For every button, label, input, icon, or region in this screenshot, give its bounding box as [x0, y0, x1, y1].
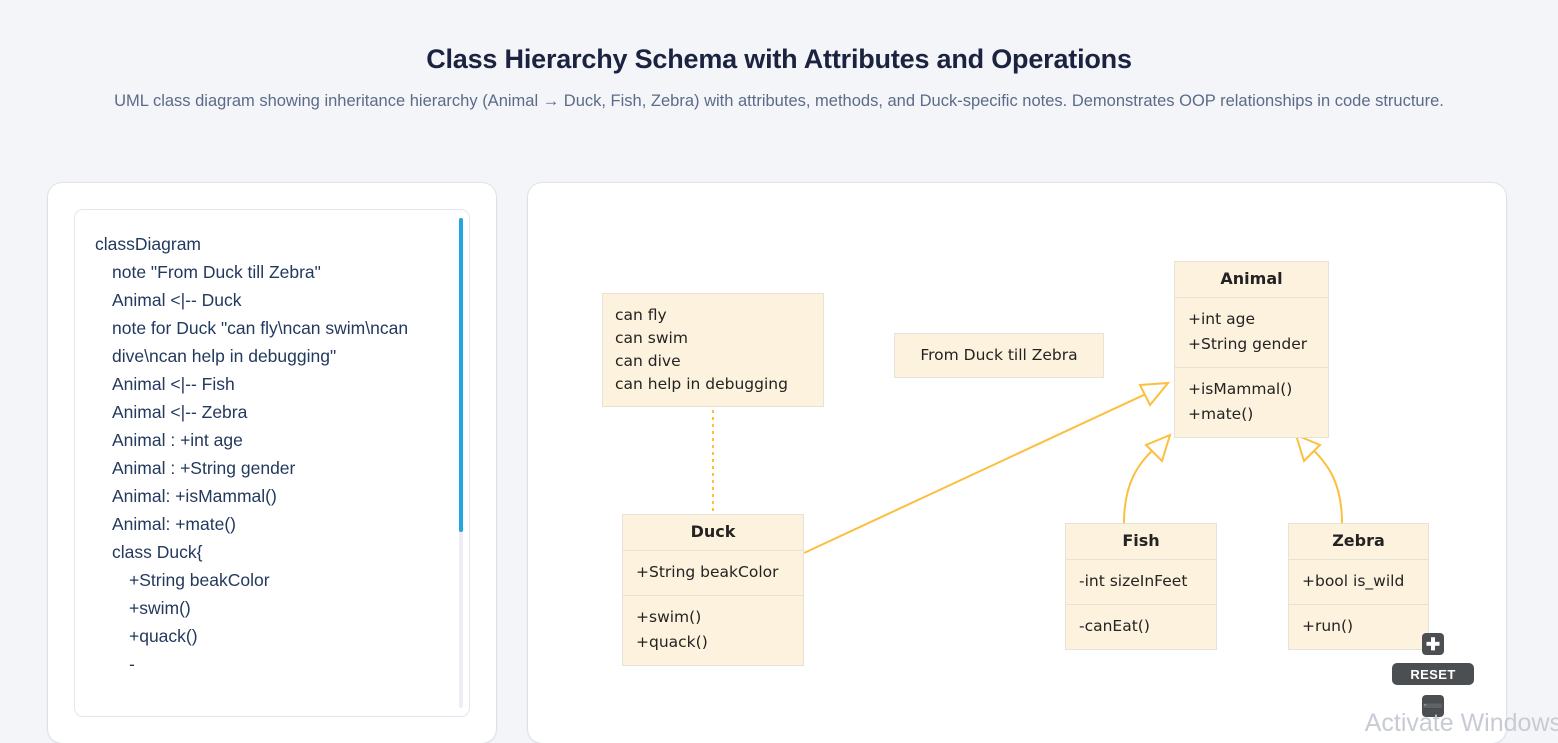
code-line: class Duck{	[112, 542, 203, 562]
code-line: +swim()	[129, 598, 191, 618]
relation-fish-animal	[1123, 433, 1172, 524]
class-name-fish: Fish	[1066, 524, 1216, 560]
method-row: +mate()	[1188, 404, 1254, 423]
class-box-zebra[interactable]: Zebra +bool is_wild +run()	[1288, 523, 1429, 650]
code-panel: classDiagram note "From Duck till Zebra" A…	[48, 183, 496, 743]
code-line: classDiagram	[95, 234, 201, 254]
note-general: From Duck till Zebra	[894, 333, 1104, 378]
class-methods-duck: +swim() +quack()	[623, 596, 803, 665]
class-methods-zebra: +run()	[1289, 605, 1428, 649]
relation-duck-animal	[803, 381, 1171, 554]
code-line: -	[129, 654, 135, 674]
generalization-arrowhead	[1294, 433, 1322, 463]
code-editor[interactable]: classDiagram note "From Duck till Zebra" A…	[74, 209, 470, 717]
zoom-controls[interactable]: ✚ RESET ➖	[1392, 633, 1488, 725]
class-attributes-fish: -int sizeInFeet	[1066, 560, 1216, 605]
code-line: +quack()	[129, 626, 198, 646]
code-scroll-area[interactable]: classDiagram note "From Duck till Zebra" A…	[75, 210, 469, 716]
relationship-lines-layer	[712, 381, 1343, 554]
class-attributes-animal: +int age +String gender	[1175, 298, 1328, 368]
code-line: Animal <|-- Duck	[112, 290, 242, 310]
method-row: +run()	[1302, 616, 1354, 635]
code-line: note for Duck "can fly\ncan swim\ncan di…	[112, 318, 413, 366]
note-line: From Duck till Zebra	[920, 346, 1078, 364]
code-line: Animal: +mate()	[112, 514, 236, 534]
diagram-canvas[interactable]: can fly can swim can dive can help in debug…	[528, 183, 1506, 743]
code-scrollbar-track[interactable]	[459, 218, 463, 708]
zoom-in-button[interactable]: ✚	[1422, 633, 1444, 655]
code-line: Animal <|-- Fish	[112, 374, 235, 394]
class-name-zebra: Zebra	[1289, 524, 1428, 560]
code-line: Animal : +int age	[112, 430, 243, 450]
note-line: can swim	[615, 329, 688, 347]
diagram-panel[interactable]: can fly can swim can dive can help in debug…	[528, 183, 1506, 743]
page-subtitle: UML class diagram showing inheritance hi…	[114, 92, 1444, 111]
page-title: Class Hierarchy Schema with Attributes a…	[426, 44, 1132, 74]
panels-container: classDiagram note "From Duck till Zebra" A…	[0, 183, 1558, 743]
class-attributes-duck: +String beakColor	[623, 551, 803, 596]
generalization-arrowhead	[1144, 433, 1172, 463]
note-line: can fly	[615, 306, 667, 324]
note-line: can help in debugging	[615, 375, 788, 393]
class-box-fish[interactable]: Fish -int sizeInFeet -canEat()	[1065, 523, 1217, 650]
page-header: Class Hierarchy Schema with Attributes a…	[0, 0, 1558, 115]
attribute-row: -int sizeInFeet	[1079, 571, 1188, 590]
class-box-animal[interactable]: Animal +int age +String gender +isMammal…	[1174, 261, 1329, 438]
class-box-duck[interactable]: Duck +String beakColor +swim() +quack()	[622, 514, 804, 666]
relation-zebra-animal	[1294, 433, 1343, 524]
class-name-duck: Duck	[623, 515, 803, 551]
attribute-row: +bool is_wild	[1302, 571, 1405, 590]
note-line: can dive	[615, 352, 681, 370]
class-methods-animal: +isMammal() +mate()	[1175, 368, 1328, 437]
zoom-out-button[interactable]: ➖	[1422, 695, 1444, 717]
generalization-arrowhead	[1138, 381, 1171, 407]
code-line: +String beakColor	[129, 570, 270, 590]
code-line: Animal <|-- Zebra	[112, 402, 248, 422]
attribute-row: +String beakColor	[636, 562, 779, 581]
code-line: note "From Duck till Zebra"	[112, 262, 321, 282]
method-row: +isMammal()	[1188, 379, 1293, 398]
attribute-row: +int age	[1188, 309, 1255, 328]
code-scrollbar-thumb[interactable]	[459, 218, 463, 532]
method-row: +swim()	[636, 607, 702, 626]
note-duck: can fly can swim can dive can help in debug…	[602, 293, 824, 407]
class-name-animal: Animal	[1175, 262, 1328, 298]
code-line: Animal : +String gender	[112, 458, 296, 478]
method-row: -canEat()	[1079, 616, 1150, 635]
attribute-row: +String gender	[1188, 334, 1308, 353]
class-attributes-zebra: +bool is_wild	[1289, 560, 1428, 605]
class-methods-fish: -canEat()	[1066, 605, 1216, 649]
method-row: +quack()	[636, 632, 708, 651]
zoom-reset-button[interactable]: RESET	[1392, 663, 1474, 685]
code-line: Animal: +isMammal()	[112, 486, 277, 506]
